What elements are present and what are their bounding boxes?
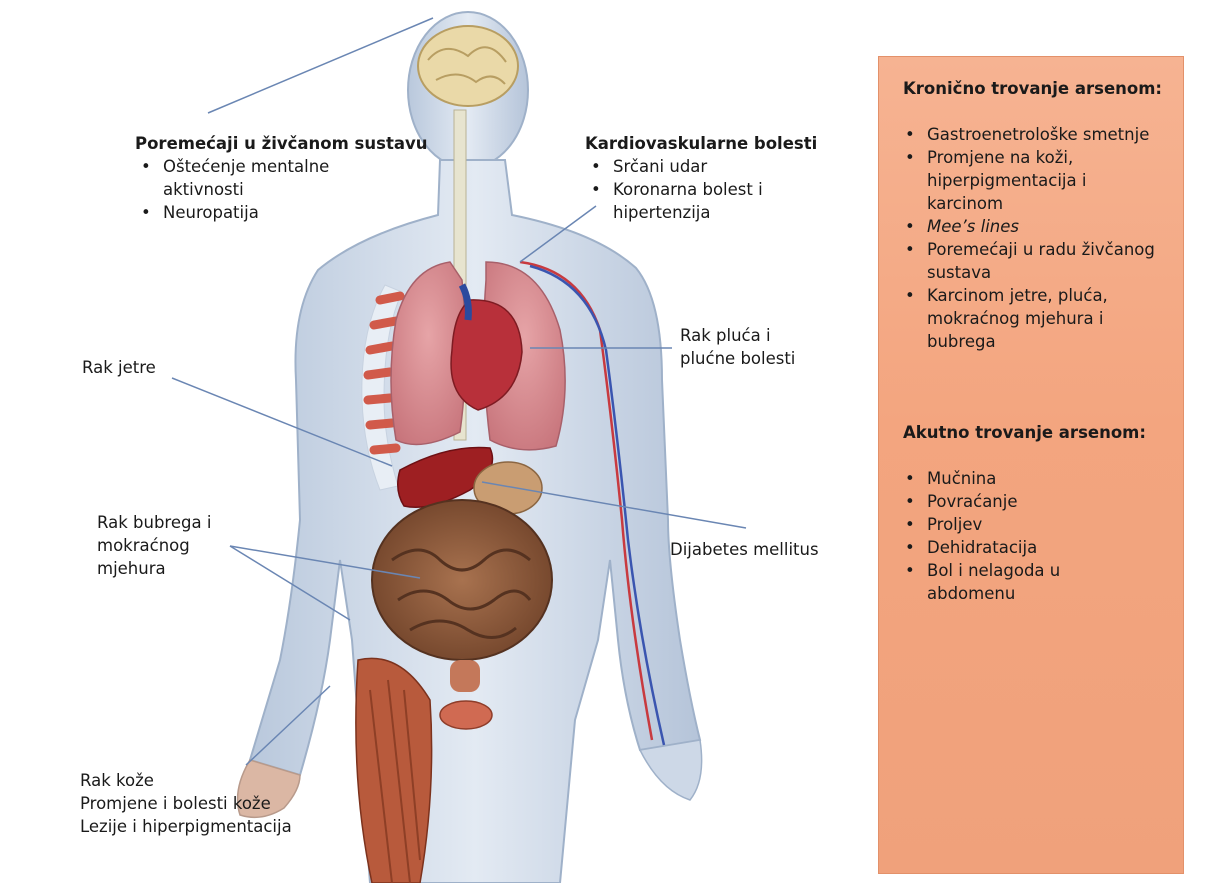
acute-title: Akutno trovanje arsenom:	[903, 421, 1183, 444]
acute-list: Mučnina Povraćanje Proljev Dehidratacija…	[903, 467, 1183, 605]
intestines-icon	[372, 500, 552, 660]
list-item: Promjene na koži,hiperpigmentacija ikarc…	[903, 146, 1183, 215]
chronic-list: Gastroenetrološke smetnje Promjene na ko…	[903, 123, 1183, 353]
list-item: Dehidratacija	[903, 536, 1183, 559]
list-item: Povraćanje	[903, 490, 1183, 513]
list-item: Neuropatija	[135, 201, 427, 224]
nervous-system-title: Poremećaji u živčanom sustavu	[135, 132, 427, 155]
nervous-system-label: Poremećaji u živčanom sustavu Oštećenje …	[135, 132, 427, 224]
diabetes-label: Dijabetes mellitus	[670, 538, 819, 561]
arsenic-poisoning-panel: Kronično trovanje arsenom: Gastroenetrol…	[878, 56, 1184, 874]
chronic-title: Kronično trovanje arsenom:	[903, 77, 1183, 100]
cardio-label: Kardiovaskularne bolesti Srčani udar Kor…	[585, 132, 817, 224]
list-item: Gastroenetrološke smetnje	[903, 123, 1183, 146]
liver-cancer-label: Rak jetre	[82, 356, 156, 379]
cardio-title: Kardiovaskularne bolesti	[585, 132, 817, 155]
list-item: Proljev	[903, 513, 1183, 536]
thigh-muscles-icon	[356, 658, 432, 883]
list-item: Karcinom jetre, pluća,mokraćnog mjehura …	[903, 284, 1183, 353]
list-item: Mee’s lines	[903, 215, 1183, 238]
list-item: Srčani udar	[585, 155, 817, 178]
brain-icon	[418, 26, 518, 106]
list-item: Mučnina	[903, 467, 1183, 490]
